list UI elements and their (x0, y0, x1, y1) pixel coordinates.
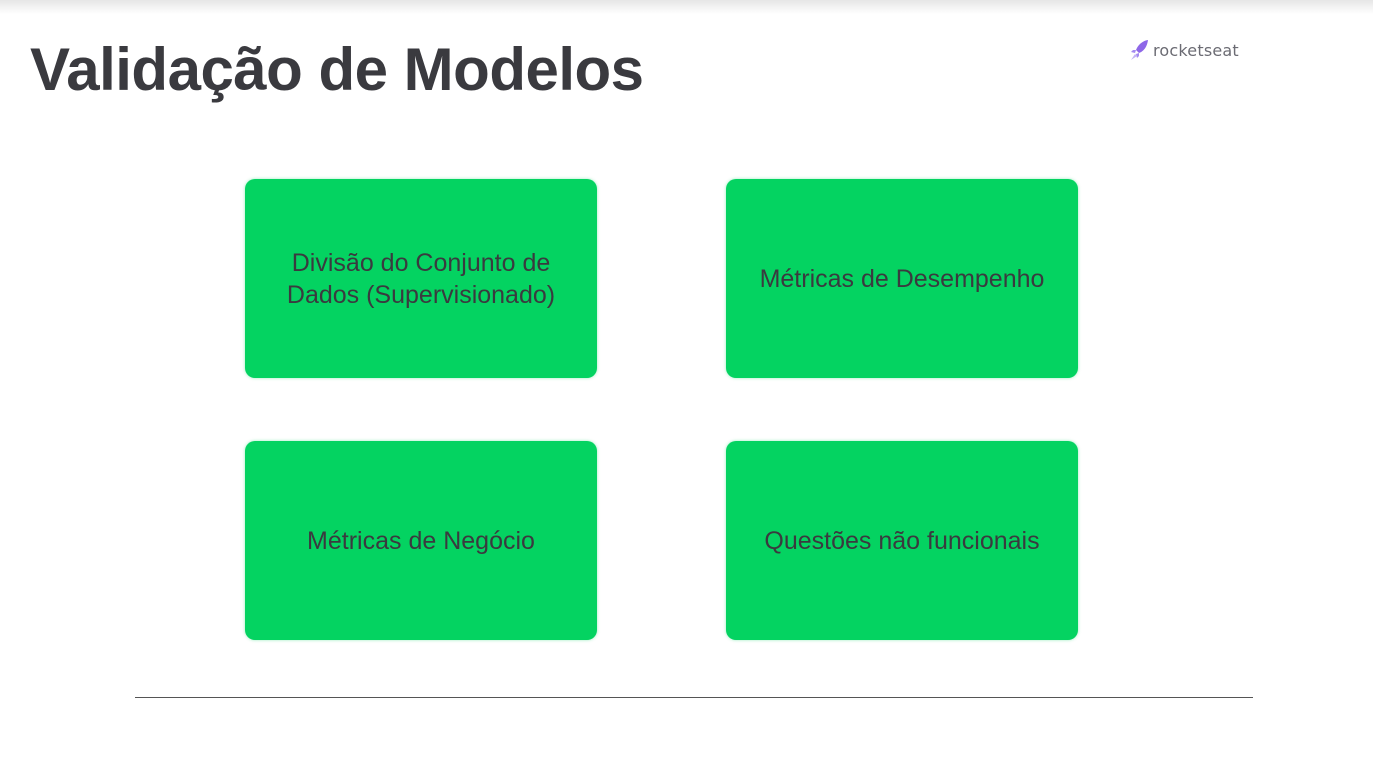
rocket-icon (1130, 39, 1150, 61)
bottom-divider (135, 697, 1253, 698)
card-business-metrics: Métricas de Negócio (245, 441, 597, 640)
top-edge-shadow (0, 0, 1373, 14)
card-label: Questões não funcionais (764, 526, 1040, 555)
card-performance-metrics: Métricas de Desempenho (726, 179, 1078, 378)
slide-title: Validação de Modelos (30, 36, 644, 103)
brand-name: rocketseat (1153, 40, 1239, 60)
card-label: Divisão do Conjunto de Dados (Supervisio… (286, 248, 556, 309)
brand-logo: rocketseat (1130, 38, 1239, 62)
card-non-functional-issues: Questões não funcionais (726, 441, 1078, 640)
card-label: Métricas de Negócio (307, 526, 535, 555)
card-label: Métricas de Desempenho (759, 264, 1045, 293)
card-data-split: Divisão do Conjunto de Dados (Supervisio… (245, 179, 597, 378)
